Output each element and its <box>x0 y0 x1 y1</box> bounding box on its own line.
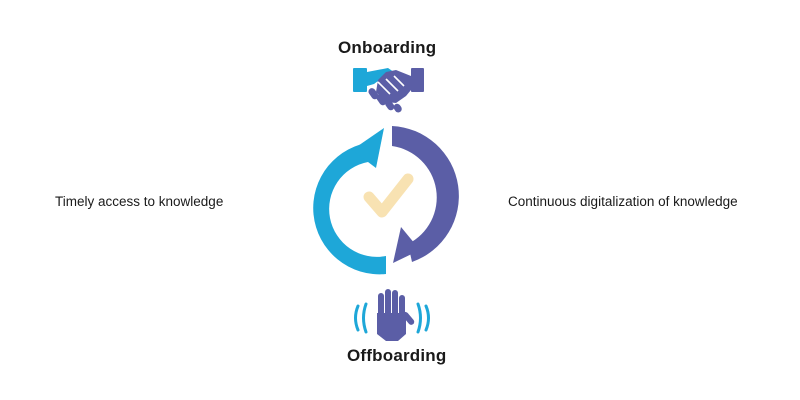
continuous-digitalization-label: Continuous digitalization of knowledge <box>508 194 738 209</box>
cyan-cycle-arrow <box>313 128 386 275</box>
onboarding-label: Onboarding <box>338 38 437 57</box>
waving-hand-icon <box>354 289 430 341</box>
handshake-icon <box>353 68 424 113</box>
checkmark-icon <box>363 173 414 218</box>
timely-access-label: Timely access to knowledge <box>55 194 224 209</box>
offboarding-label: Offboarding <box>347 346 447 365</box>
purple-cycle-arrow <box>392 126 459 263</box>
